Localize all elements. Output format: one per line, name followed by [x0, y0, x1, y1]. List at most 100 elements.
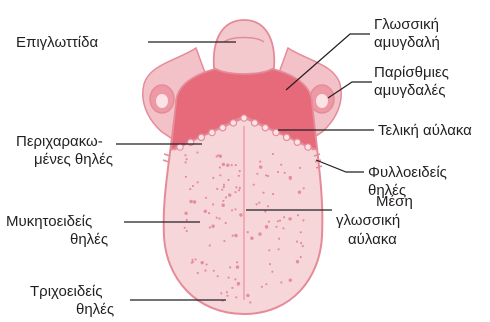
papilla-dot: [239, 170, 241, 172]
papilla-dot: [271, 271, 273, 273]
papilla-dot: [272, 153, 274, 155]
papilla-dot: [299, 167, 301, 169]
right-palatine-tonsil-inner: [316, 94, 328, 108]
circumvallate-papilla: [198, 134, 204, 140]
papilla-dot: [272, 193, 274, 195]
papilla-dot: [250, 237, 253, 240]
papilla-dot: [300, 256, 302, 258]
papilla-dot: [296, 260, 299, 263]
circumvallate-papilla: [305, 144, 311, 150]
papilla-dot: [236, 265, 239, 268]
papilla-dot: [192, 185, 194, 187]
papilla-dot: [193, 200, 196, 203]
label-palatine-tonsils: Παρίσθμιες αμυγδαλές: [374, 64, 453, 99]
label-filiform: Τριχοειδείς θηλές: [30, 283, 114, 318]
papilla-dot: [298, 191, 301, 194]
label-circumvallate: Περιχαρακω- μένες θηλές: [16, 133, 113, 168]
papilla-dot: [297, 214, 299, 216]
papilla-dot: [228, 277, 230, 279]
papilla-dot: [247, 231, 249, 233]
papilla-dot: [238, 189, 240, 191]
papilla-dot: [283, 216, 285, 218]
papilla-dot: [239, 187, 241, 189]
papilla-dot: [234, 234, 237, 237]
papilla-dot: [280, 164, 282, 166]
papilla-dot: [296, 241, 298, 243]
papilla-dot: [223, 184, 225, 186]
papilla-dot: [197, 272, 199, 274]
papilla-dot: [196, 151, 198, 153]
papilla-dot: [222, 163, 225, 166]
papilla-dot: [197, 181, 199, 183]
papilla-dot: [201, 261, 204, 264]
papilla-dot: [227, 179, 229, 181]
papilla-dot: [209, 226, 211, 228]
papilla-dot: [223, 186, 225, 188]
papilla-dot: [302, 245, 304, 247]
papilla-dot: [185, 176, 187, 178]
papilla-dot: [211, 225, 214, 228]
circumvallate-papilla: [251, 120, 257, 126]
papilla-dot: [223, 240, 225, 242]
papilla-dot: [229, 266, 231, 268]
circumvallate-papilla: [294, 139, 300, 145]
papilla-dot: [265, 283, 267, 285]
papilla-dot: [253, 184, 255, 186]
papilla-dot: [225, 222, 227, 224]
papilla-dot: [231, 209, 233, 211]
circumvallate-papilla: [230, 120, 236, 126]
papilla-dot: [218, 218, 220, 220]
papilla-dot: [206, 263, 208, 265]
papilla-dot: [236, 261, 238, 263]
papilla-dot: [277, 171, 279, 173]
papilla-dot: [234, 208, 236, 210]
papilla-dot: [222, 204, 225, 207]
papilla-dot: [226, 291, 228, 293]
papilla-dot: [249, 301, 251, 303]
papilla-dot: [256, 203, 258, 205]
papilla-dot: [268, 221, 270, 223]
papilla-dot: [217, 275, 219, 277]
papilla-dot: [189, 200, 192, 203]
papilla-dot: [232, 235, 234, 237]
papilla-dot: [212, 203, 214, 205]
papilla-dot: [189, 188, 191, 190]
papilla-dot: [278, 238, 280, 240]
papilla-dot: [268, 249, 270, 251]
papilla-dot: [302, 219, 304, 221]
left-palatine-tonsil-inner: [156, 94, 168, 108]
papilla-dot: [282, 227, 284, 229]
label-median-sulcus: Μέση γλωσσική αύλακα: [336, 193, 417, 248]
papilla-dot: [184, 154, 186, 156]
papilla-dot: [231, 164, 233, 166]
papilla-dot: [235, 296, 237, 298]
papilla-dot: [234, 278, 236, 280]
papilla-dot: [267, 205, 269, 207]
label-fungiform: Μυκητοειδείς θηλές: [6, 213, 108, 248]
papilla-dot: [222, 200, 224, 202]
label-epiglottis: Επιγλωττίδα: [16, 34, 98, 51]
label-lingual-tonsil: Γλωσσική αμυγδαλή: [374, 16, 443, 51]
papilla-dot: [213, 270, 215, 272]
papilla-dot: [284, 172, 286, 174]
papilla-dot: [205, 197, 207, 199]
papilla-dot: [216, 188, 218, 190]
circumvallate-papilla: [209, 129, 215, 135]
papilla-dot: [288, 217, 291, 220]
papilla-dot: [259, 165, 262, 168]
papilla-dot: [186, 230, 188, 232]
papilla-dot: [269, 263, 271, 265]
papilla-dot: [289, 178, 291, 180]
papilla-dot: [265, 225, 268, 228]
papilla-dot: [185, 161, 187, 163]
papilla-dot: [300, 242, 302, 244]
papilla-dot: [258, 202, 260, 204]
papilla-dot: [267, 175, 269, 177]
papilla-dot: [226, 295, 228, 297]
papilla-dot: [246, 294, 249, 297]
papilla-dot: [195, 258, 197, 260]
papilla-dot: [279, 220, 281, 222]
papilla-dot: [184, 212, 187, 215]
papilla-dot: [262, 192, 264, 194]
